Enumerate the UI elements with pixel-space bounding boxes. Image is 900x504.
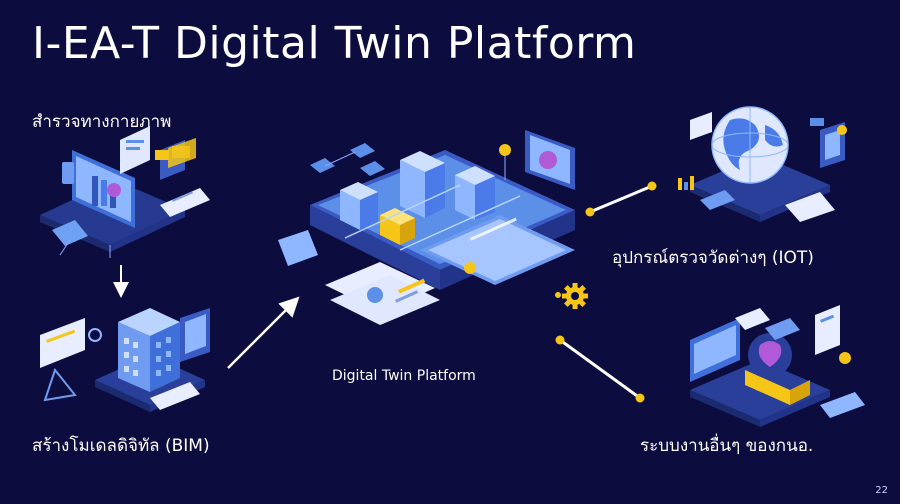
page-number: 22 (875, 485, 888, 496)
gear-icon (562, 283, 588, 309)
label-bim: สร้างโมเดลดิจิทัล (BIM) (32, 436, 210, 456)
label-digital-twin-platform: Digital Twin Platform (332, 368, 476, 384)
label-iot: อุปกรณ์ตรวจวัดต่างๆ (IOT) (612, 248, 814, 268)
enterprise-systems-icon (690, 305, 865, 427)
connector-iot (585, 181, 657, 217)
flow-arrow-to-platform (227, 296, 300, 369)
iot-globe-icon (678, 106, 847, 222)
connector-other-systems (555, 335, 645, 403)
label-survey: สำรวจทางกายภาพ (32, 112, 172, 132)
digital-twin-city-platform-icon (278, 130, 588, 325)
label-other-systems: ระบบงานอื่นๆ ของกนอ. (640, 436, 814, 456)
bim-building-model-icon (40, 308, 210, 412)
survey-workstation-icon (40, 126, 210, 258)
slide-title: I-EA-T Digital Twin Platform (32, 18, 637, 69)
